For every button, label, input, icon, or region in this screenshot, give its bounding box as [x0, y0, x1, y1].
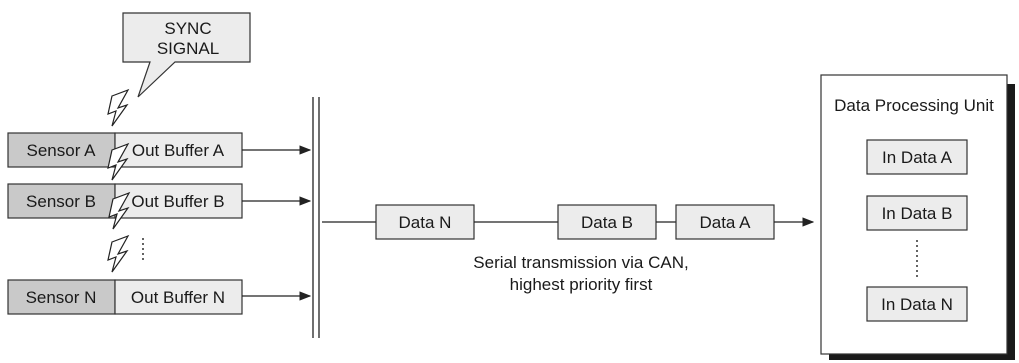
out-buffer-n-box: [114, 279, 243, 315]
processor-title: Data Processing Unit: [834, 96, 994, 115]
frame-data-b-label: Data B: [581, 213, 633, 232]
frame-data-a-label: Data A: [699, 213, 751, 232]
in-data-b-label: In Data B: [882, 204, 953, 223]
sensor-b-box: [7, 183, 116, 219]
can-bus-bar: [312, 97, 320, 338]
in-data-n-box: [866, 286, 968, 322]
frame-data-n-box: [375, 204, 475, 240]
sync-label-line1: SYNC: [164, 19, 211, 38]
in-data-a-box: [866, 139, 968, 175]
sensor-n-label: Sensor N: [26, 288, 97, 307]
sensor-a-box: [7, 132, 116, 168]
lightning-bolt-icon: [107, 88, 130, 127]
lightning-bolt-icon: [107, 142, 130, 181]
caption-line1: Serial transmission via CAN,: [473, 253, 688, 272]
data-processing-unit: Data Processing Unit In Data A In Data B…: [820, 74, 1015, 360]
sensor-row-a: Sensor A Out Buffer A: [7, 132, 312, 168]
out-buffer-a-box: [114, 132, 243, 168]
sensor-b-label: Sensor B: [26, 192, 96, 211]
out-buffer-a-label: Out Buffer A: [132, 141, 225, 160]
sensor-row-b: Sensor B Out Buffer B: [7, 183, 312, 219]
out-buffer-n-label: Out Buffer N: [131, 288, 225, 307]
caption-line2: highest priority first: [510, 275, 653, 294]
sensor-a-label: Sensor A: [27, 141, 97, 160]
sensor-row-n: Sensor N Out Buffer N: [7, 279, 312, 315]
in-data-b-box: [866, 195, 968, 231]
frame-data-b-box: [557, 204, 657, 240]
frame-data-a-box: [675, 204, 775, 240]
frame-data-n-label: Data N: [399, 213, 452, 232]
lightning-bolt-icon: [107, 234, 130, 273]
in-data-a-label: In Data A: [882, 148, 953, 167]
sync-signal-callout: SYNC SIGNAL: [122, 12, 251, 98]
sync-label-line2: SIGNAL: [157, 39, 219, 58]
out-buffer-b-label: Out Buffer B: [131, 192, 224, 211]
in-data-n-label: In Data N: [881, 295, 953, 314]
lightning-bolt-icon: [108, 191, 131, 230]
